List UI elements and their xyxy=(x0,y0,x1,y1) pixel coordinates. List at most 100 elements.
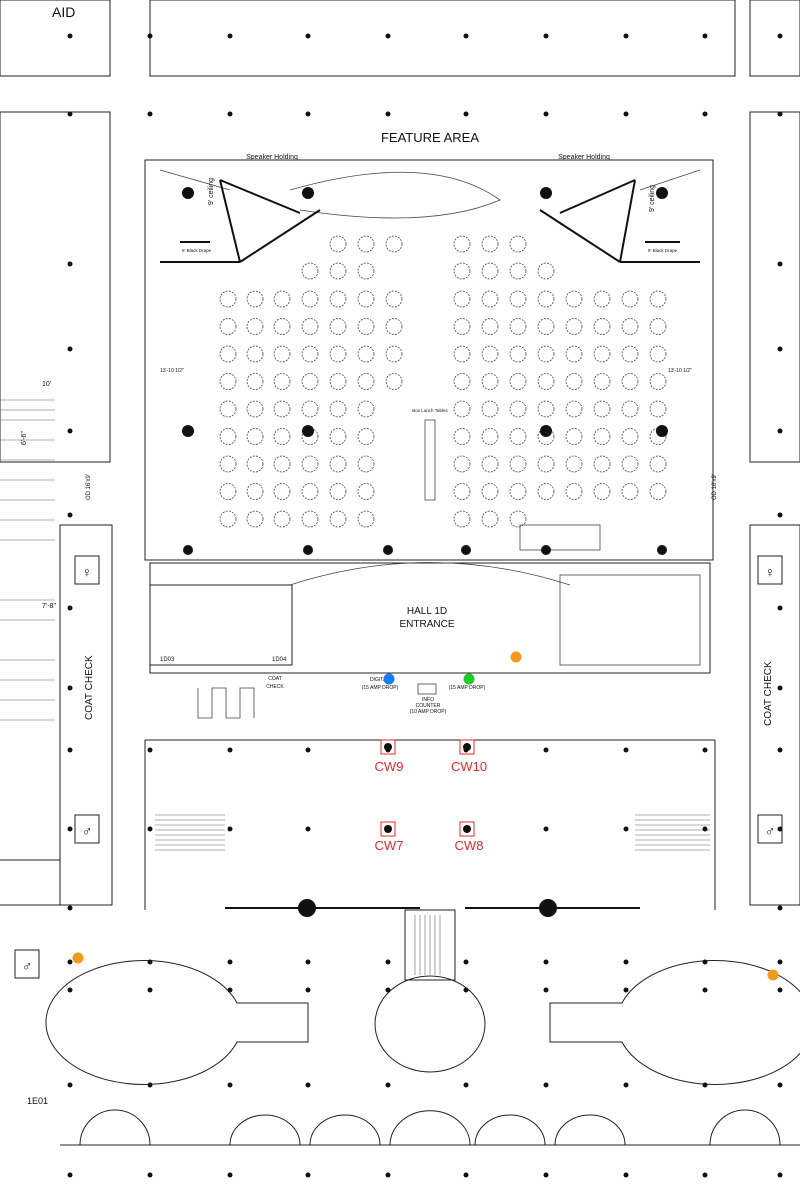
round-table xyxy=(246,318,264,335)
column xyxy=(67,826,73,832)
round-table xyxy=(329,400,347,418)
round-table xyxy=(219,373,237,390)
orange-dot-left[interactable] xyxy=(72,952,84,964)
round-table xyxy=(301,262,319,280)
round-table xyxy=(453,373,471,390)
round-table xyxy=(649,345,667,363)
hall-title-line1: HALL 1D xyxy=(407,606,447,617)
info-3: (10 AMP DROP) xyxy=(410,709,447,715)
power-drop-dot[interactable] xyxy=(463,673,475,685)
round-table xyxy=(537,345,555,363)
coat-check-small-2: CHECK xyxy=(266,684,284,690)
column xyxy=(147,1082,153,1088)
round-table xyxy=(649,373,667,390)
round-table xyxy=(385,373,403,390)
column xyxy=(67,605,73,611)
round-table xyxy=(565,400,583,418)
round-table xyxy=(537,318,555,335)
column xyxy=(305,1172,311,1178)
round-table xyxy=(621,290,639,308)
column xyxy=(67,905,73,911)
round-table xyxy=(453,400,471,418)
round-table xyxy=(273,345,291,363)
round-table xyxy=(537,262,555,280)
column xyxy=(777,905,783,911)
column xyxy=(147,33,153,39)
round-table xyxy=(357,483,375,500)
feature-area-label: FEATURE AREA xyxy=(381,130,479,145)
cw9-marker[interactable]: CW9 xyxy=(375,739,404,774)
round-table xyxy=(565,455,583,473)
column xyxy=(702,1172,708,1178)
cw7-marker[interactable]: CW7 xyxy=(375,821,404,853)
column xyxy=(463,1172,469,1178)
column xyxy=(385,111,391,117)
column xyxy=(777,1082,783,1088)
round-table xyxy=(509,262,527,280)
round-table xyxy=(301,400,319,418)
drop-right: (15 AMP DROP) xyxy=(449,685,486,691)
column xyxy=(147,747,153,753)
restroom-icons: ♀ ♂ ♂ ♀ ♂ xyxy=(14,555,783,979)
column xyxy=(463,1082,469,1088)
digital-sign-dot[interactable] xyxy=(383,673,395,685)
round-table xyxy=(593,400,611,418)
round-table xyxy=(301,318,319,335)
round-table xyxy=(621,318,639,335)
round-table xyxy=(481,455,499,473)
orange-dot-entrance[interactable] xyxy=(510,651,522,663)
round-table xyxy=(273,428,291,445)
round-table xyxy=(273,318,291,335)
round-table xyxy=(509,373,527,390)
round-table xyxy=(329,428,347,445)
cw8-marker[interactable]: CW8 xyxy=(455,821,484,853)
walls xyxy=(0,0,800,1146)
column xyxy=(543,826,549,832)
round-table xyxy=(385,290,403,308)
column xyxy=(777,33,783,39)
column xyxy=(67,1082,73,1088)
column xyxy=(777,747,783,753)
column xyxy=(657,545,667,555)
column xyxy=(777,959,783,965)
round-table xyxy=(357,510,375,528)
round-table xyxy=(301,373,319,390)
coat-check-small-1: COAT xyxy=(268,676,282,682)
round-table xyxy=(453,290,471,308)
column xyxy=(383,545,393,555)
round-table xyxy=(649,290,667,308)
cw8-label: CW8 xyxy=(455,838,484,853)
round-table xyxy=(481,483,499,500)
cw9-label: CW9 xyxy=(375,759,404,774)
round-table xyxy=(565,428,583,445)
cw10-marker[interactable]: CW10 xyxy=(451,739,487,774)
column xyxy=(147,987,153,993)
column xyxy=(182,425,194,437)
column xyxy=(67,1172,73,1178)
orange-dot-right[interactable] xyxy=(767,969,779,981)
round-table xyxy=(329,290,347,308)
column xyxy=(147,1172,153,1178)
round-table xyxy=(593,455,611,473)
round-table xyxy=(219,318,237,335)
round-table xyxy=(246,510,264,528)
round-table xyxy=(329,318,347,335)
round-table xyxy=(453,455,471,473)
dim-left: 13'-10 1/2" xyxy=(160,368,184,374)
round-table xyxy=(453,345,471,363)
column xyxy=(623,747,629,753)
drop-left: (15 AMP DROP) xyxy=(362,685,399,691)
round-table xyxy=(537,290,555,308)
round-table xyxy=(509,345,527,363)
womens-restroom-icon: ♀ xyxy=(765,564,776,580)
column xyxy=(463,33,469,39)
column xyxy=(147,959,153,965)
column xyxy=(385,33,391,39)
round-table xyxy=(357,373,375,390)
round-table xyxy=(537,373,555,390)
column xyxy=(623,987,629,993)
round-table xyxy=(565,290,583,308)
column xyxy=(67,987,73,993)
round-table xyxy=(565,345,583,363)
round-table xyxy=(273,290,291,308)
